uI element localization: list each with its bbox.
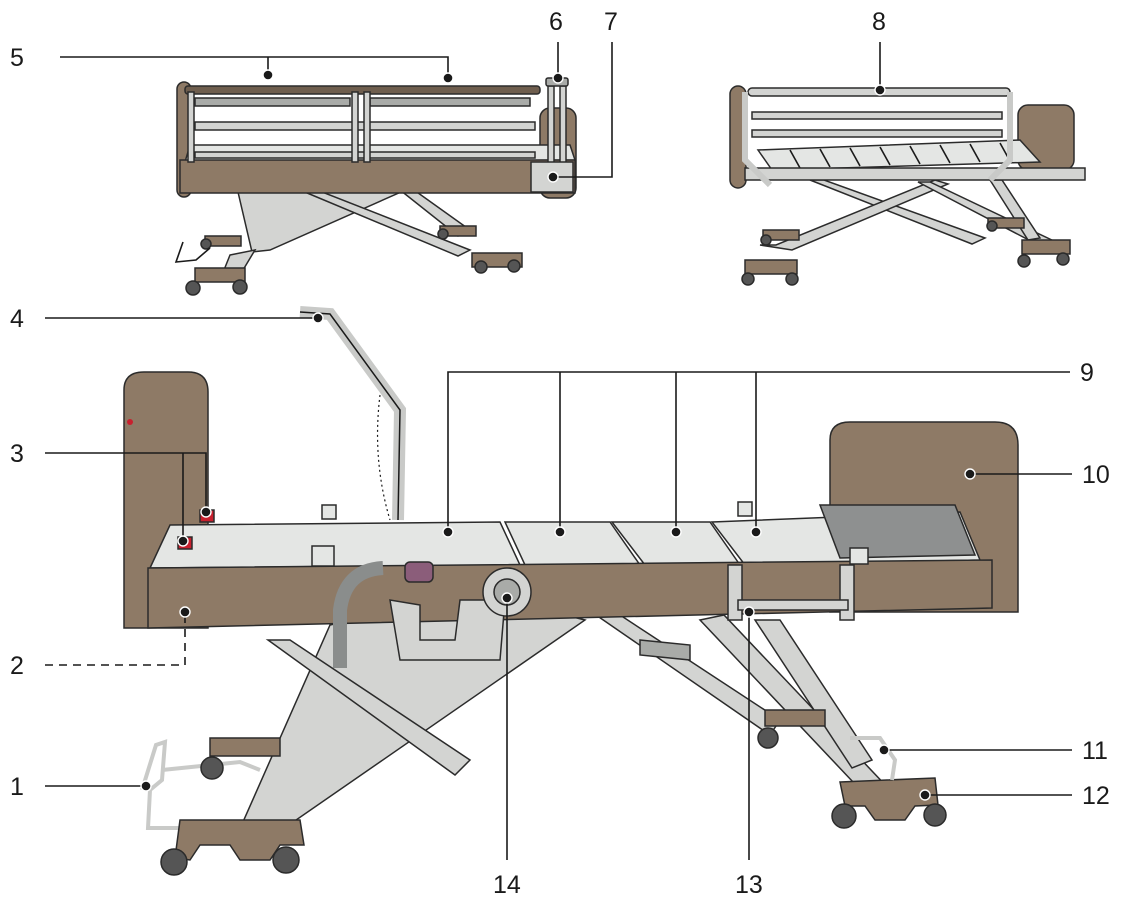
callout-4: 4	[10, 305, 24, 333]
transport-bar	[737, 599, 849, 611]
wheel	[232, 279, 248, 295]
callout-leaders	[45, 42, 1072, 860]
slatted-base	[756, 139, 1042, 171]
cable-connector	[404, 561, 434, 583]
foot-pedal	[140, 739, 261, 830]
callout-3: 3	[10, 440, 24, 468]
wheel	[785, 272, 799, 286]
callout-1: 1	[10, 773, 24, 801]
wheel	[507, 259, 521, 273]
caster-wheel	[160, 848, 188, 876]
caster-wheel	[200, 756, 224, 780]
leg-section-grid	[818, 504, 977, 559]
callout-numbers: 1 2 3 4 5 6 7 8 9 10 11 12 13 14	[10, 8, 1110, 899]
callout-14: 14	[493, 871, 521, 899]
bed-view-slatted	[729, 85, 1086, 286]
caster-wheel	[272, 846, 300, 874]
hand-control-cable	[333, 561, 384, 668]
callout-6: 6	[549, 8, 563, 36]
wheel	[1056, 252, 1070, 266]
base-frame	[147, 559, 993, 629]
foot-plate-left	[194, 267, 246, 283]
caster-wheel	[831, 803, 857, 829]
wheel	[1017, 254, 1031, 268]
lifting-pole	[299, 306, 407, 521]
callout-5: 5	[10, 44, 24, 72]
callout-12: 12	[1082, 782, 1110, 810]
accessory-holder	[389, 599, 506, 661]
platform-backrest	[148, 521, 522, 569]
callout-9: 9	[1080, 359, 1094, 387]
bed-frame-small	[179, 159, 576, 194]
callout-11: 11	[1082, 737, 1108, 765]
wheel	[185, 280, 201, 296]
bed-view-main	[123, 306, 1019, 876]
callout-13: 13	[735, 871, 763, 899]
foot-plate-right	[1021, 239, 1071, 255]
caster-wheel	[757, 727, 779, 749]
callout-8: 8	[872, 8, 886, 36]
callout-10: 10	[1082, 461, 1110, 489]
callout-7: 7	[604, 8, 618, 36]
side-rail-top	[184, 85, 541, 95]
foot-plate-left	[744, 259, 798, 275]
rail-release-post	[547, 85, 555, 167]
wheel	[741, 272, 755, 286]
pedal-small	[174, 241, 211, 263]
wheel	[474, 260, 488, 274]
bed-view-rails-up	[174, 77, 577, 296]
callout-2: 2	[10, 652, 24, 680]
caster-wheel	[923, 803, 947, 827]
